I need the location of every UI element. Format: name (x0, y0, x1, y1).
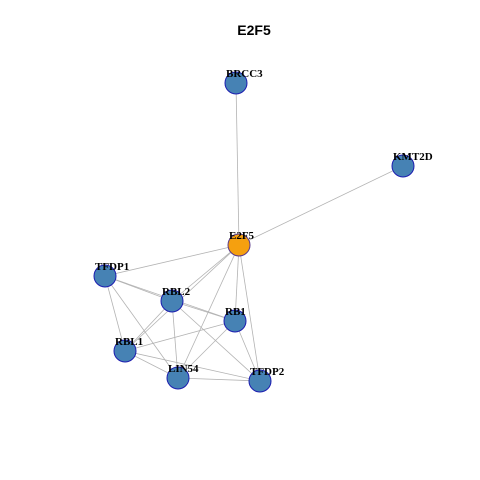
node-label-tfdp2: TFDP2 (250, 366, 285, 378)
edge-e2f5-rb1 (234, 244, 240, 322)
node-label-brcc3: BRCC3 (226, 68, 263, 80)
node-label-e2f5: E2F5 (229, 230, 255, 242)
node-label-rbl2: RBL2 (162, 286, 191, 298)
node-brcc3 (224, 71, 248, 95)
edge-e2f5-kmt2d (238, 165, 404, 246)
node-label-tfdp1: TFDP1 (95, 261, 129, 273)
edge-lin54-tfdp2 (177, 377, 261, 382)
node-kmt2d (391, 154, 415, 178)
node-label-kmt2d: KMT2D (393, 151, 433, 163)
edge-rbl2-tfdp2 (171, 300, 261, 382)
node-rbl2 (160, 289, 184, 313)
node-rbl1 (113, 339, 137, 363)
node-label-lin54: LIN54 (168, 363, 199, 375)
node-rb1 (223, 309, 247, 333)
edge-e2f5-brcc3 (235, 82, 240, 246)
edge-e2f5-rbl2 (171, 244, 240, 302)
edge-rb1-rbl1 (124, 320, 236, 352)
diagram-title: E2F5 (237, 22, 271, 38)
node-label-rbl1: RBL1 (115, 336, 143, 348)
edge-e2f5-tfdp1 (104, 244, 240, 277)
nodes-layer (93, 71, 415, 393)
edge-rbl1-tfdp2 (124, 350, 261, 382)
edge-tfdp1-rbl1 (104, 275, 126, 352)
node-label-rb1: RB1 (225, 306, 246, 318)
node-lin54 (166, 366, 190, 390)
edge-e2f5-tfdp2 (238, 244, 261, 382)
edge-rbl2-lin54 (171, 300, 179, 379)
edge-rb1-lin54 (177, 320, 236, 379)
edge-tfdp1-lin54 (104, 275, 179, 379)
node-tfdp2 (248, 369, 272, 393)
node-e2f5 (227, 233, 251, 257)
node-tfdp1 (93, 264, 117, 288)
